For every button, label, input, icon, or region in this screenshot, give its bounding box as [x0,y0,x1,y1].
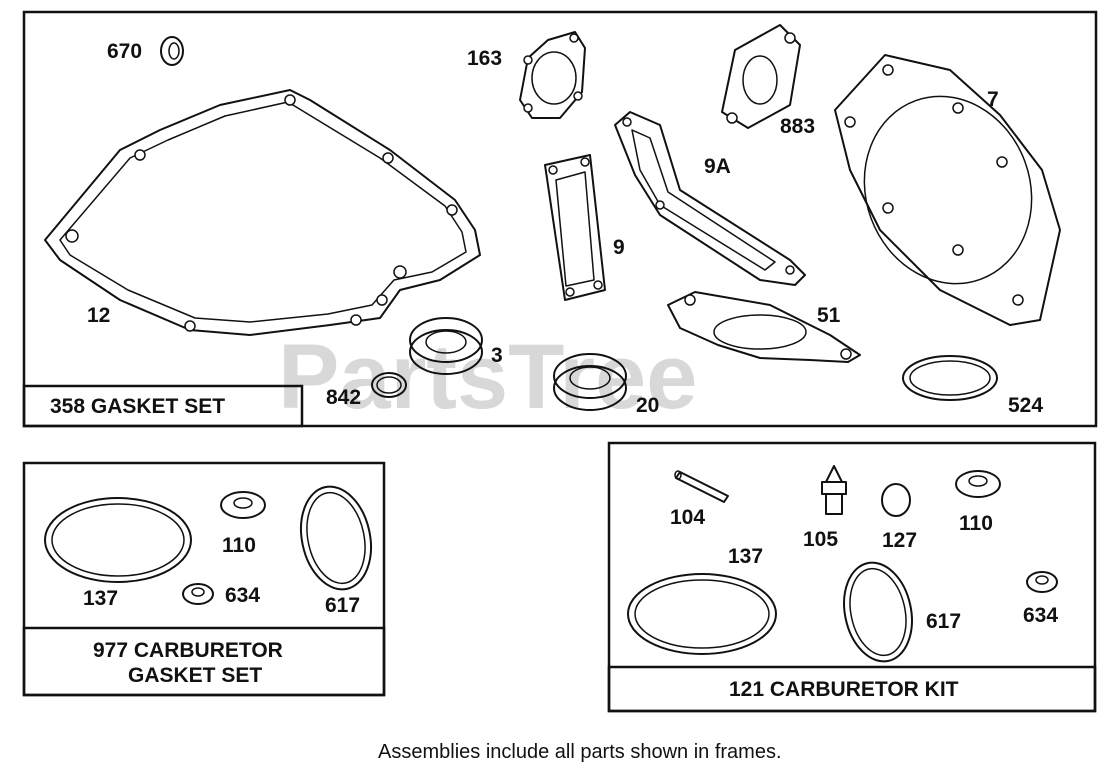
gasket-set-frame [22,10,1098,428]
part-9-gasket[interactable] [544,154,606,301]
part-label-105: 105 [803,528,838,551]
part-137-kit-o-ring[interactable] [627,573,777,655]
part-110-washer[interactable] [220,491,266,519]
part-51-gasket[interactable] [667,291,861,363]
part-label-3: 3 [491,344,503,367]
part-label-12: 12 [87,304,110,327]
part-9a-gasket[interactable] [614,111,806,286]
part-127-plug[interactable] [881,483,911,517]
part-label-163: 163 [467,47,502,70]
part-12-crankcase-gasket[interactable] [44,89,481,336]
part-634-washer[interactable] [182,583,214,605]
watermark: PartsTree [278,326,697,428]
part-label-9: 9 [613,236,625,259]
part-104-pin[interactable] [674,470,729,503]
part-label-617: 617 [325,594,360,617]
part-label-670: 670 [107,40,142,63]
part-670-washer[interactable] [160,36,184,66]
carb-kit-title: 121 CARBURETOR KIT [729,678,959,701]
part-3-oil-seal[interactable] [409,317,483,375]
part-883-gasket[interactable] [721,24,801,129]
part-137-o-ring[interactable] [44,497,192,583]
carb-gasket-set-title-box [22,626,386,697]
part-label-9a: 9A [704,155,731,178]
part-110-kit-washer[interactable] [955,470,1001,498]
part-label-634: 634 [225,584,260,607]
part-label-110: 110 [222,534,256,557]
part-label-kit-634: 634 [1023,604,1058,627]
part-label-kit-110: 110 [959,512,993,535]
part-20-oil-seal[interactable] [553,353,627,411]
part-163-gasket[interactable] [519,31,586,119]
part-7-cylinder-head-gasket[interactable] [834,54,1061,326]
part-label-104: 104 [670,506,705,529]
part-524-o-ring[interactable] [902,355,998,401]
part-label-842: 842 [326,386,361,409]
part-label-7: 7 [987,88,999,111]
carb-gasket-set-title-line2: GASKET SET [128,664,262,687]
part-634-kit-washer[interactable] [1026,571,1058,593]
part-842-ring[interactable] [371,372,407,398]
carb-kit-frame [607,441,1097,713]
part-617-o-ring[interactable] [292,480,380,596]
part-label-20: 20 [636,394,659,417]
footer-note: Assemblies include all parts shown in fr… [378,741,782,763]
part-label-kit-617: 617 [926,610,961,633]
part-label-51: 51 [817,304,841,327]
carb-kit-title-box [607,665,1097,713]
part-label-kit-137: 137 [728,545,763,568]
part-label-524: 524 [1008,394,1043,417]
part-label-127: 127 [882,529,917,552]
part-105-needle-valve[interactable] [821,465,847,515]
gasket-set-title-box [22,384,304,428]
carb-gasket-set-title-line1: 977 CARBURETOR [93,639,283,662]
part-label-137: 137 [83,587,118,610]
part-617-kit-o-ring[interactable] [835,556,920,668]
gasket-set-title: 358 GASKET SET [50,395,225,418]
part-label-883: 883 [780,115,815,138]
